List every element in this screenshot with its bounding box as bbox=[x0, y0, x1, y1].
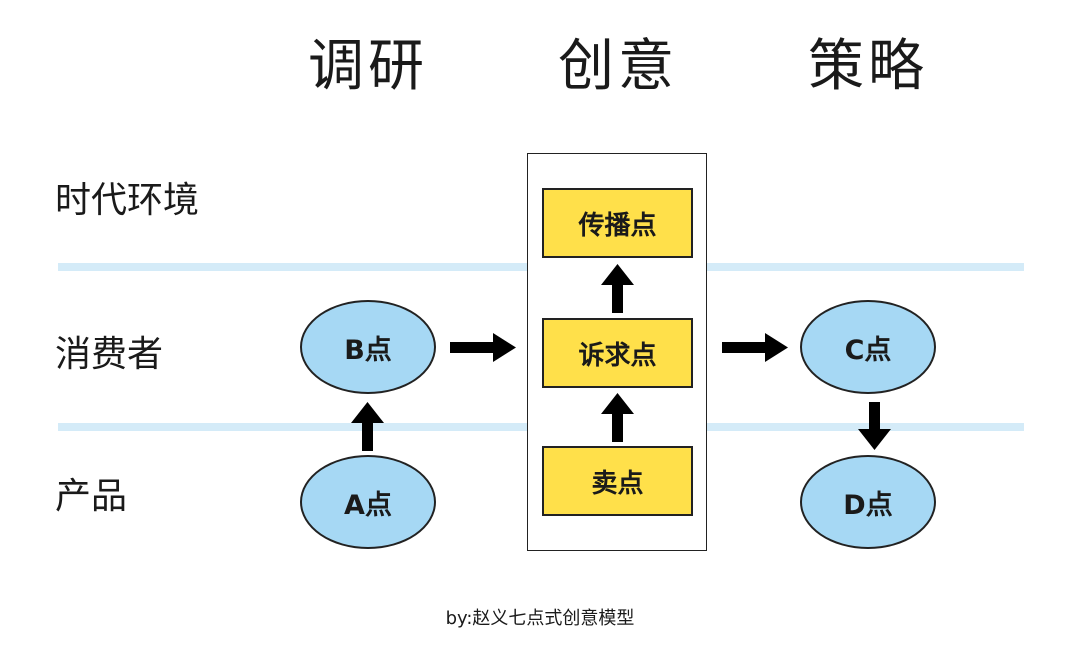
caption: by:赵义七点式创意模型 bbox=[445, 608, 635, 629]
row-label-era: 时代环境 bbox=[55, 180, 200, 221]
arrow-c-to-d bbox=[858, 402, 891, 450]
ellipse-point-b: B点 bbox=[300, 300, 436, 394]
header-idea: 创意 bbox=[558, 34, 678, 99]
box-appeal-point: 诉求点 bbox=[542, 318, 693, 388]
ellipse-point-a: A点 bbox=[300, 455, 436, 549]
arrow-appeal-to-spread bbox=[601, 264, 634, 313]
arrow-b-to-center bbox=[450, 333, 516, 362]
box-selling-point: 卖点 bbox=[542, 446, 693, 516]
arrow-center-to-c bbox=[722, 333, 788, 362]
row-label-product: 产品 bbox=[55, 476, 128, 517]
arrow-sell-to-appeal bbox=[601, 393, 634, 442]
header-research: 调研 bbox=[308, 34, 428, 99]
ellipse-point-d: D点 bbox=[800, 455, 936, 549]
arrow-a-to-b bbox=[351, 402, 384, 451]
ellipse-point-c: C点 bbox=[800, 300, 936, 394]
header-strategy: 策略 bbox=[808, 34, 928, 99]
box-spread-point: 传播点 bbox=[542, 188, 693, 258]
row-label-consumer: 消费者 bbox=[55, 334, 164, 375]
